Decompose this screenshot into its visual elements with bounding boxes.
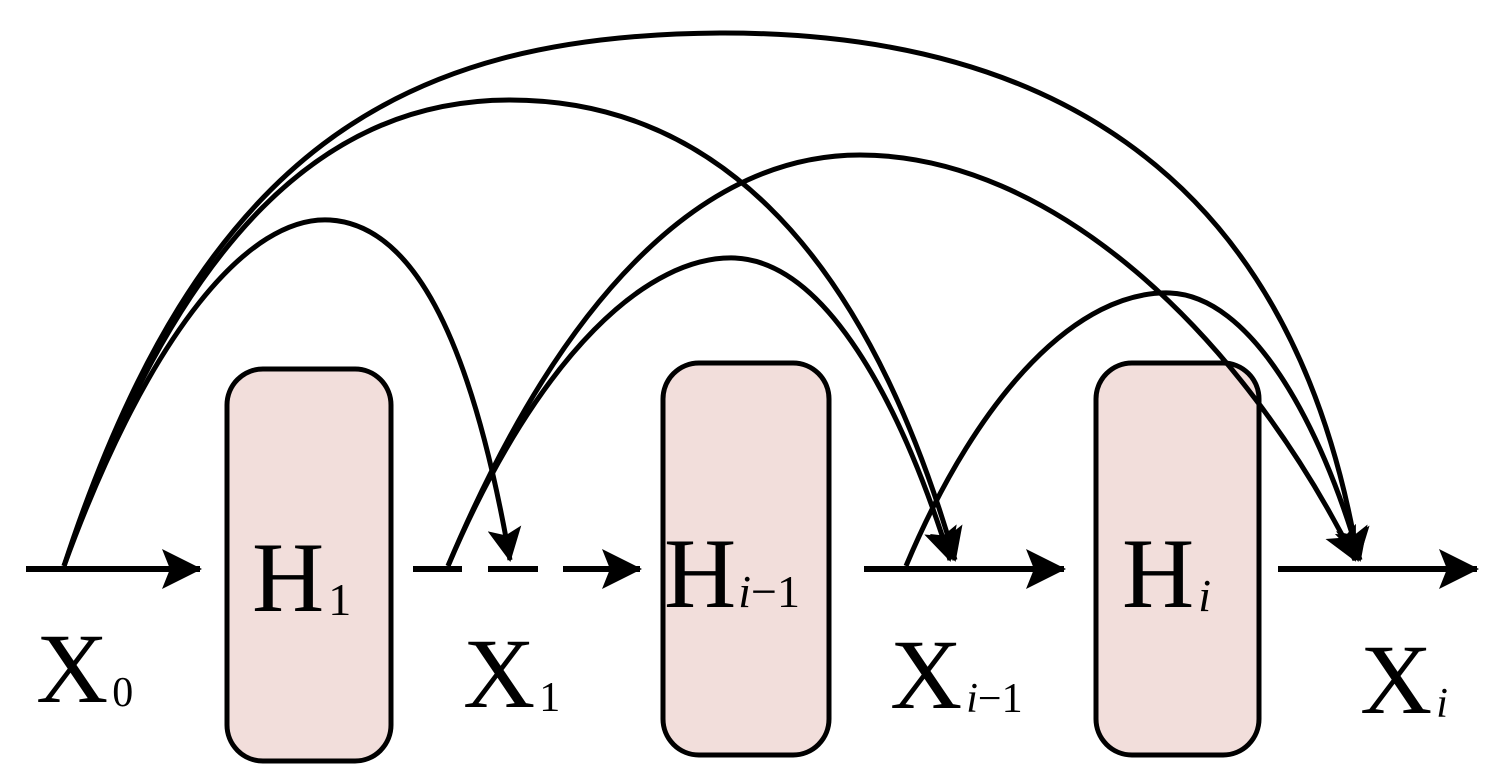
block-h-i-minus-1-subscript-suffix: −1 (751, 566, 800, 617)
skip-x1-to-xi (445, 152, 1358, 567)
block-h1-subscript: 1 (328, 574, 351, 625)
skip-connections (61, 30, 1370, 567)
node-x0-subscript: 0 (112, 670, 133, 716)
node-x0-label: X (36, 613, 108, 724)
block-hi-label: H (1122, 518, 1194, 629)
svg-text:H1: H1 (252, 522, 351, 633)
node-x-i-minus-1-subscript-suffix: −1 (978, 676, 1023, 722)
block-h-i-minus-1-subscript: i (738, 566, 751, 617)
node-xi-subscript: i (1436, 681, 1448, 727)
node-x-i-minus-1: Xi−1 (890, 619, 1023, 730)
node-x1-subscript: 1 (539, 675, 560, 721)
node-labels: X0 X1 Xi−1 Xi (36, 613, 1448, 735)
svg-text:Hi−1: Hi−1 (664, 518, 800, 629)
block-hi: Hi (1093, 360, 1262, 758)
node-x1: X1 (463, 618, 560, 729)
block-h1: H1 (224, 366, 394, 764)
block-hi-box (1093, 360, 1262, 758)
block-h-i-minus-1-box (660, 360, 832, 758)
node-x-i-minus-1-subscript: i (966, 676, 978, 722)
block-hi-subscript: i (1198, 570, 1211, 621)
node-x0: X0 (36, 613, 133, 724)
block-h-i-minus-1-label: H (664, 518, 736, 629)
skip-x0-to-xi (61, 30, 1370, 567)
block-h1-box (224, 366, 394, 764)
block-h-i-minus-1: Hi−1 (660, 360, 832, 758)
node-x1-label: X (463, 618, 535, 729)
node-x-i-minus-1-label: X (890, 619, 962, 730)
block-h1-label: H (252, 522, 324, 633)
skip-x-i-minus-1-to-xi (903, 290, 1368, 567)
skip-x0-to-x-i-minus-1 (61, 97, 963, 567)
skip-x0-to-x1 (61, 217, 522, 567)
svg-text:Hi: Hi (1122, 518, 1211, 629)
node-xi: Xi (1360, 624, 1448, 735)
node-xi-label: X (1360, 624, 1432, 735)
skip-x1-to-x-i-minus-1 (445, 255, 957, 567)
